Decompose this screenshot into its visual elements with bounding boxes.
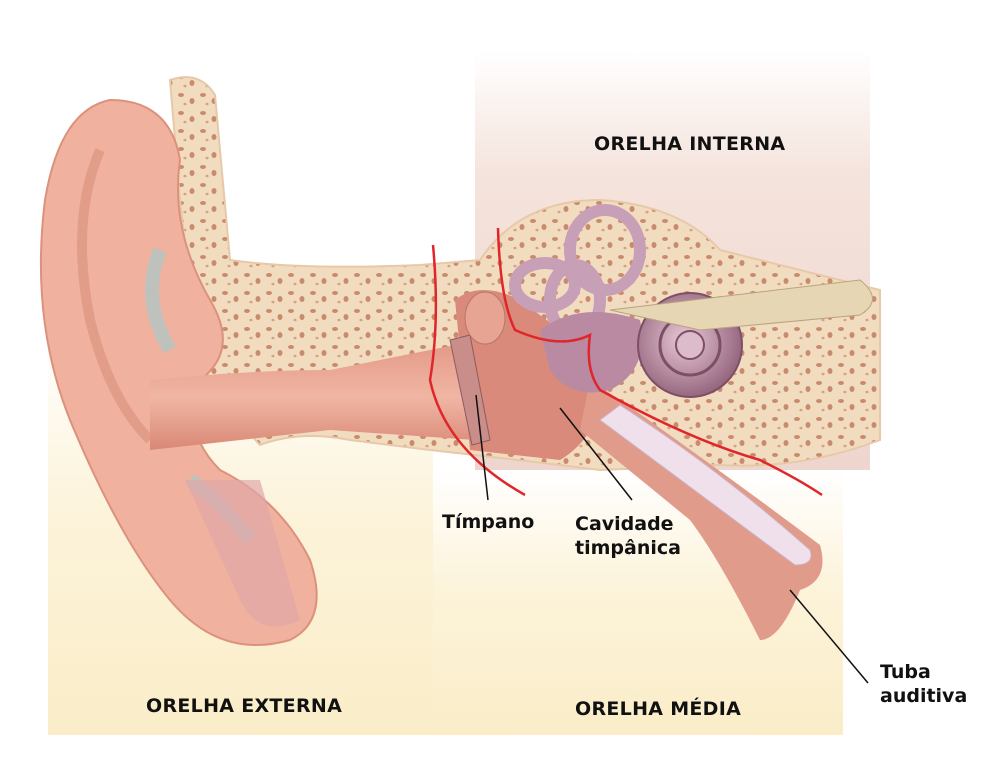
vestibule: [540, 312, 642, 393]
label-auditory-tube: Tuba auditiva: [880, 660, 967, 708]
label-outer-ear: ORELHA EXTERNA: [146, 695, 343, 717]
label-auditory-tube-line2: auditiva: [880, 685, 968, 707]
auditory-nerve: [609, 279, 873, 331]
ear-canal: [150, 345, 475, 450]
label-tympanic-cavity-line1: Cavidade: [575, 513, 674, 535]
label-inner-ear: ORELHA INTERNA: [594, 133, 786, 155]
label-eardrum: Tímpano: [442, 511, 535, 533]
ossicles: [464, 291, 506, 345]
leader-lines: [475, 394, 869, 684]
label-auditory-tube-line1: Tuba: [880, 661, 931, 683]
semicircular-canals: [509, 204, 646, 341]
label-middle-ear: ORELHA MÉDIA: [575, 698, 742, 720]
label-tympanic-cavity: Cavidade timpânica: [575, 512, 681, 560]
label-tympanic-cavity-line2: timpânica: [575, 537, 681, 559]
eardrum-shape: [449, 334, 491, 446]
